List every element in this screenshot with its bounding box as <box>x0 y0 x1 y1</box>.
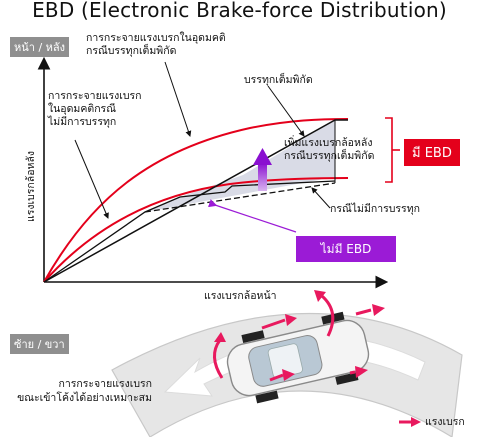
annotation-full-load: บรรทุกเต็มพิกัด <box>244 74 313 86</box>
page-title: EBD (Electronic Brake-force Distribution… <box>32 0 447 22</box>
leader-ideal-noload <box>74 139 109 219</box>
without-ebd-badge: ไม่มี EBD <box>296 236 396 262</box>
annotation-no-load: กรณีไม่มีการบรรทุก <box>330 203 420 215</box>
turn-arrow-right <box>320 294 335 337</box>
ebd-line-no-load <box>43 180 336 283</box>
wheel-rear-left <box>241 330 265 343</box>
no-ebd-dashed-line <box>144 182 336 213</box>
annotation-ideal-full-load-1: การกระจายแรงเบรกในอุดมคติ <box>86 32 226 44</box>
annotation-increase-rear-2: กรณีบรรทุกเต็มพิกัด <box>284 150 375 162</box>
leader-no-load <box>311 187 331 209</box>
leader-full-load <box>267 85 305 137</box>
legend-brake-force: แรงเบรก <box>425 416 465 428</box>
section-label-front-rear: หน้า / หลัง <box>10 37 70 57</box>
wheel-rear-right <box>255 390 279 404</box>
annotation-ideal-full-load-2: กรณีบรรทุกเต็มพิกัด <box>86 45 177 57</box>
with-ebd-badge: มี EBD <box>404 139 460 166</box>
wheel-front-right <box>335 372 359 385</box>
y-axis-label: แรงเบรกล้อหลัง <box>25 150 37 222</box>
caption-cornering-2: ขณะเข้าโค้งได้อย่างเหมาะสม <box>17 392 152 404</box>
leader-ideal-full <box>164 61 192 137</box>
leader-no-ebd <box>207 199 297 233</box>
annotation-ideal-no-load-3: ไม่มีการบรรทุก <box>48 116 117 128</box>
car <box>226 311 370 404</box>
annotation-increase-rear-1: เพิ่มแรงเบรกล้อหลัง <box>284 137 373 149</box>
x-axis-label: แรงเบรกล้อหน้า <box>204 290 277 302</box>
section-label-left-right: ซ้าย / ขวา <box>10 334 69 354</box>
ebd-bracket <box>385 117 393 183</box>
turn-arrow-left <box>213 339 224 379</box>
increase-arrow-head <box>253 148 272 165</box>
caption-cornering-1: การกระจายแรงเบรก <box>58 378 152 390</box>
ideal-curve-full-load <box>43 118 349 283</box>
annotation-ideal-no-load-1: การกระจายแรงเบรก <box>48 90 142 102</box>
ebd-gain-area <box>145 120 335 212</box>
annotation-ideal-no-load-2: ในอุดมคติกรณี <box>48 103 116 115</box>
increase-arrow-shaft <box>258 163 267 191</box>
